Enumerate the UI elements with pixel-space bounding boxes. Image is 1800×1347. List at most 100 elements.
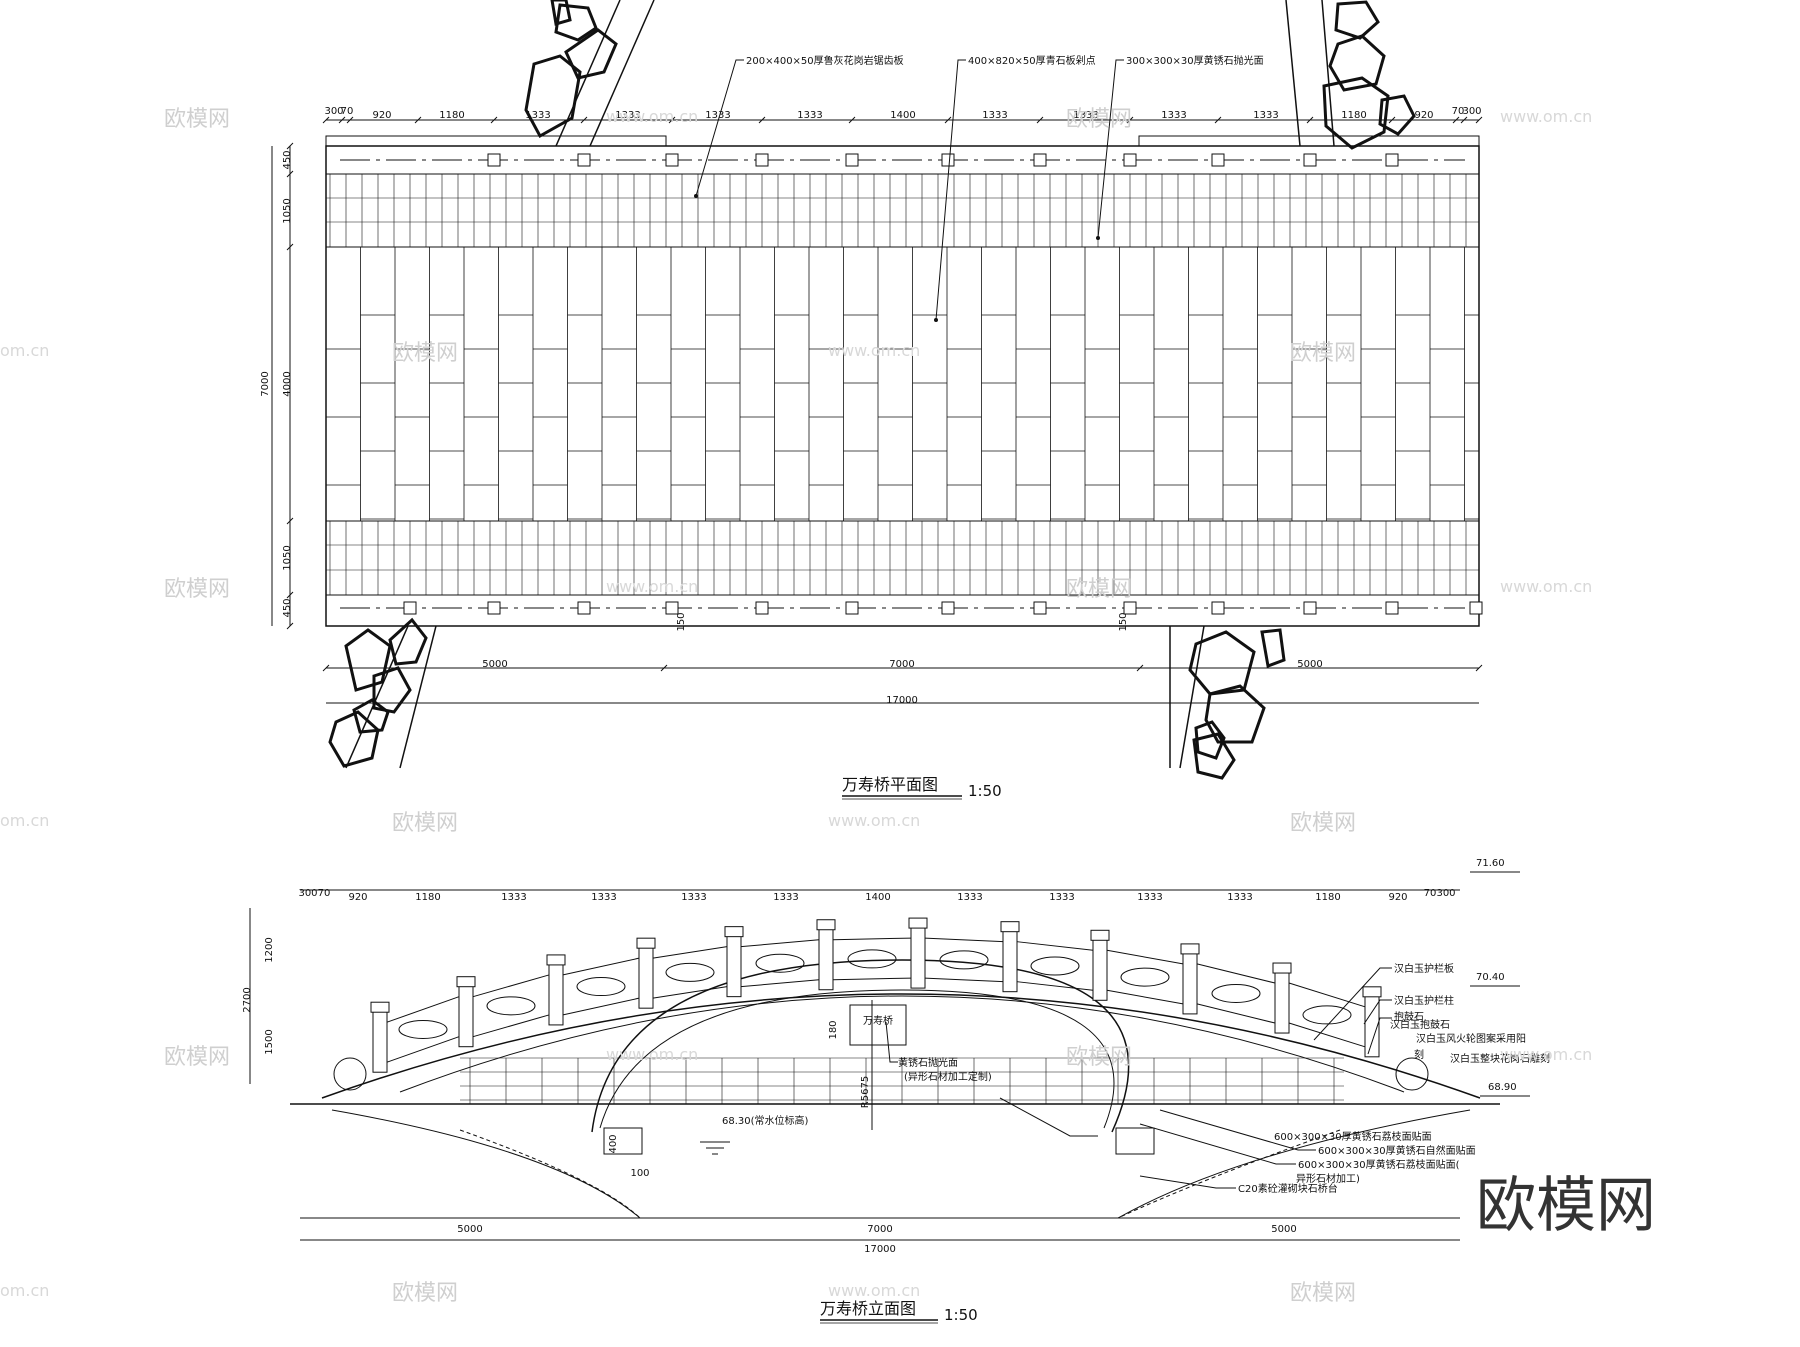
watermark-logo: 欧模网	[1290, 1281, 1356, 1306]
watermark-url: www.om.cn	[606, 577, 698, 596]
elev-bottom-dim: 5000	[457, 1224, 482, 1235]
railing-post	[1092, 937, 1108, 1001]
elev-note-center: (异形石材加工定制)	[904, 1070, 992, 1083]
drum-stone	[333, 1057, 367, 1091]
railing-post-cap	[1180, 943, 1200, 955]
watermarks: 欧模网 欧模网 欧模网 欧模网 欧模网 欧模网 欧模网 欧模网 欧模网 欧模网 …	[0, 107, 1656, 1306]
railing-post	[372, 1009, 388, 1073]
watermark-url: om.cn	[0, 341, 49, 360]
elevation-scale: 1:50	[944, 1306, 978, 1324]
watermark-url: www.om.cn	[828, 1281, 920, 1300]
elev-note-bottom: C20素砼灌砌块石桥台	[1238, 1182, 1338, 1195]
railing-post	[1385, 601, 1399, 615]
railing-post	[1033, 601, 1047, 615]
railing-top-rail	[386, 996, 460, 1023]
railing-post	[941, 153, 955, 167]
elev-level: 68.90	[1488, 1082, 1517, 1093]
dim-tick	[322, 116, 330, 124]
plan-top-dim: 70	[1452, 106, 1465, 117]
railing-post-cap	[1090, 929, 1110, 941]
elev-level: 70.40	[1476, 972, 1505, 983]
railing-carving	[665, 962, 715, 982]
note-center-slab: 400×820×50厚青石板剁点	[968, 54, 1096, 67]
plan-top-dim: 1333	[1073, 110, 1098, 121]
watermark-url: www.om.cn	[1500, 107, 1592, 126]
plan-top-dim: 70	[341, 106, 354, 117]
elev-top-dim: 300	[1436, 888, 1455, 899]
railing-post	[665, 601, 679, 615]
dim-tick	[580, 116, 588, 124]
watermark-logo: 欧模网	[1066, 107, 1132, 132]
elevation-view	[249, 889, 1500, 1241]
railing-post	[403, 601, 417, 615]
railing-bottom-rail	[472, 1014, 550, 1038]
dim-tick	[286, 622, 294, 630]
plan-left-dim: 1050	[282, 198, 293, 223]
watermark-url: om.cn	[0, 1281, 49, 1300]
elev-note-right: 汉白玉护栏柱	[1394, 994, 1454, 1007]
dim-tick	[490, 116, 498, 124]
railing-post	[1002, 929, 1018, 993]
plan-top-dim: 1333	[525, 110, 550, 121]
plan-left-dim: 450	[282, 598, 293, 617]
note-side-paving: 300×300×30厚黄锈石抛光面	[1126, 54, 1264, 67]
elevation-title-block: 万寿桥立面图 1:50	[820, 1299, 978, 1324]
railing-post	[1182, 951, 1198, 1015]
elev-top-dim: 1333	[501, 892, 526, 903]
railing-top-rail	[1288, 982, 1366, 1008]
plan-top-dim: 1333	[797, 110, 822, 121]
railing-post	[1123, 153, 1137, 167]
railing-bottom-rail	[1106, 989, 1184, 1005]
railing-post	[577, 153, 591, 167]
watermark-logo: 欧模网	[392, 1281, 458, 1306]
watermark-url: www.om.cn	[606, 1045, 698, 1064]
railing-bottom-rail	[832, 977, 912, 981]
railing-post-cap	[1362, 986, 1382, 998]
watermark-url: www.om.cn	[606, 107, 698, 126]
railing-carving	[939, 950, 989, 970]
railing-carving	[1302, 1005, 1352, 1025]
plan-top-dim: 1333	[705, 110, 730, 121]
watermark-url: www.om.cn	[828, 811, 920, 830]
elev-top-dim: 1400	[865, 892, 890, 903]
plan-top-dim: 1400	[890, 110, 915, 121]
railing-carving	[1030, 956, 1080, 976]
plan-bottom-dim: 5000	[482, 659, 507, 670]
railing-post-cap	[1272, 962, 1292, 974]
railing-top-rail	[562, 957, 640, 976]
railing-top-rail	[472, 974, 550, 998]
railing-top-rail	[1106, 949, 1184, 965]
railing-post-cap	[636, 937, 656, 949]
watermark-logo: 欧模网	[164, 577, 230, 602]
dim-tick	[338, 116, 346, 124]
plan-rocks	[328, 0, 1416, 780]
elev-top-dim: 1333	[1227, 892, 1252, 903]
dim-tick	[1475, 116, 1483, 124]
dim-tick	[848, 116, 856, 124]
plan-left-dim: 1050	[282, 545, 293, 570]
dim-tick	[286, 517, 294, 525]
railing	[333, 917, 1429, 1091]
watermark-logo: 欧模网	[1290, 341, 1356, 366]
railing-post	[1303, 153, 1317, 167]
elev-top-dim: 920	[1388, 892, 1407, 903]
elev-note-bottom: 600×300×30厚黄锈石荔枝面贴面(	[1298, 1158, 1460, 1171]
railing-bottom-rail	[386, 1036, 460, 1063]
railing-post	[1033, 153, 1047, 167]
watermark-logo: 欧模网	[164, 1045, 230, 1070]
railing-post	[1303, 601, 1317, 615]
dim-tick	[286, 243, 294, 251]
dim-tick	[322, 664, 330, 672]
elev-bottom-total: 17000	[864, 1244, 896, 1255]
plan-scale: 1:50	[968, 782, 1002, 800]
elev-top-dim: 1333	[957, 892, 982, 903]
elev-top-dim: 70	[318, 888, 331, 899]
watermark-url: www.om.cn	[1500, 1045, 1592, 1064]
bridge-name: 万寿桥	[863, 1014, 893, 1027]
keystone-dim: 180	[828, 1020, 839, 1039]
dim-tick	[668, 116, 676, 124]
railing-bottom-rail	[562, 997, 640, 1016]
railing-post	[1123, 601, 1137, 615]
railing-post-cap	[546, 954, 566, 966]
